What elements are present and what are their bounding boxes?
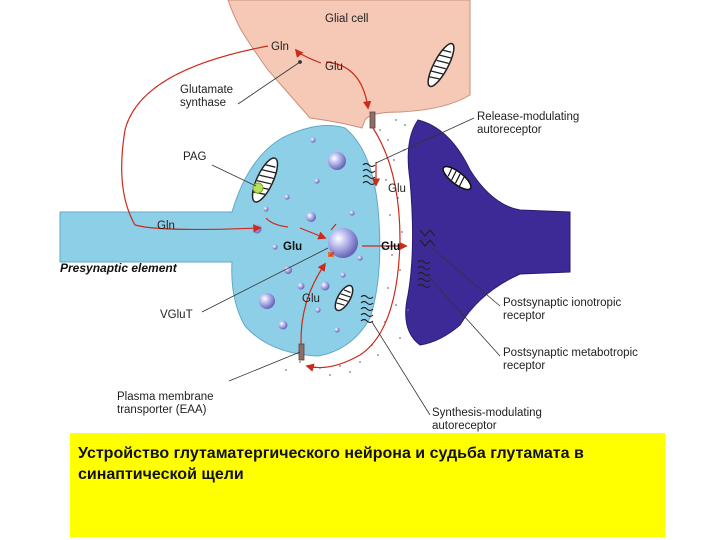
glu-glial-label: Glu — [325, 61, 343, 73]
presynaptic-element — [59, 125, 381, 357]
gln-glial-label: Gln — [271, 41, 289, 53]
receptors — [360, 162, 436, 324]
caption-text: Устройство глутаматергического нейрона и… — [78, 445, 584, 483]
pag-enzyme — [252, 182, 264, 194]
glutamate-synthase-label: Glutamate synthase — [180, 84, 236, 109]
postsynaptic-element — [405, 119, 571, 346]
plasma-membrane-label: Plasma membrane transporter (EAA) — [117, 391, 217, 416]
glu-cleft-right-label: Glu — [381, 241, 400, 253]
glial-cell-label: Glial cell — [325, 13, 368, 25]
pag-label: PAG — [183, 151, 206, 163]
vglut-label: VGluT — [160, 309, 193, 321]
caption-box: Устройство глутаматергического нейрона и… — [70, 433, 665, 537]
release-modulating-label: Release-modulating autoreceptor — [477, 111, 583, 136]
gln-axon-label: Gln — [157, 220, 175, 232]
glu-center-label: Glu — [283, 241, 302, 253]
glu-lower-label: Glu — [302, 293, 320, 305]
glu-cleft-label: Glu — [388, 183, 406, 195]
synthesis-modulating-label: Synthesis-modulating autoreceptor — [432, 407, 545, 432]
postsynaptic-metabotropic-label: Postsynaptic metabotropic receptor — [503, 347, 641, 372]
glutamate-cycle-arrows — [121, 45, 408, 372]
leader-lines — [201, 60, 501, 416]
postsynaptic-ionotropic-label: Postsynaptic ionotropic receptor — [503, 297, 624, 322]
presynaptic-mitochondrion-lower — [334, 284, 354, 312]
glial-cell — [227, 0, 471, 129]
presynaptic-element-label: Presynaptic element — [60, 261, 178, 275]
postsynaptic-mitochondrion — [442, 165, 472, 191]
glial-mitochondrion — [427, 42, 455, 88]
